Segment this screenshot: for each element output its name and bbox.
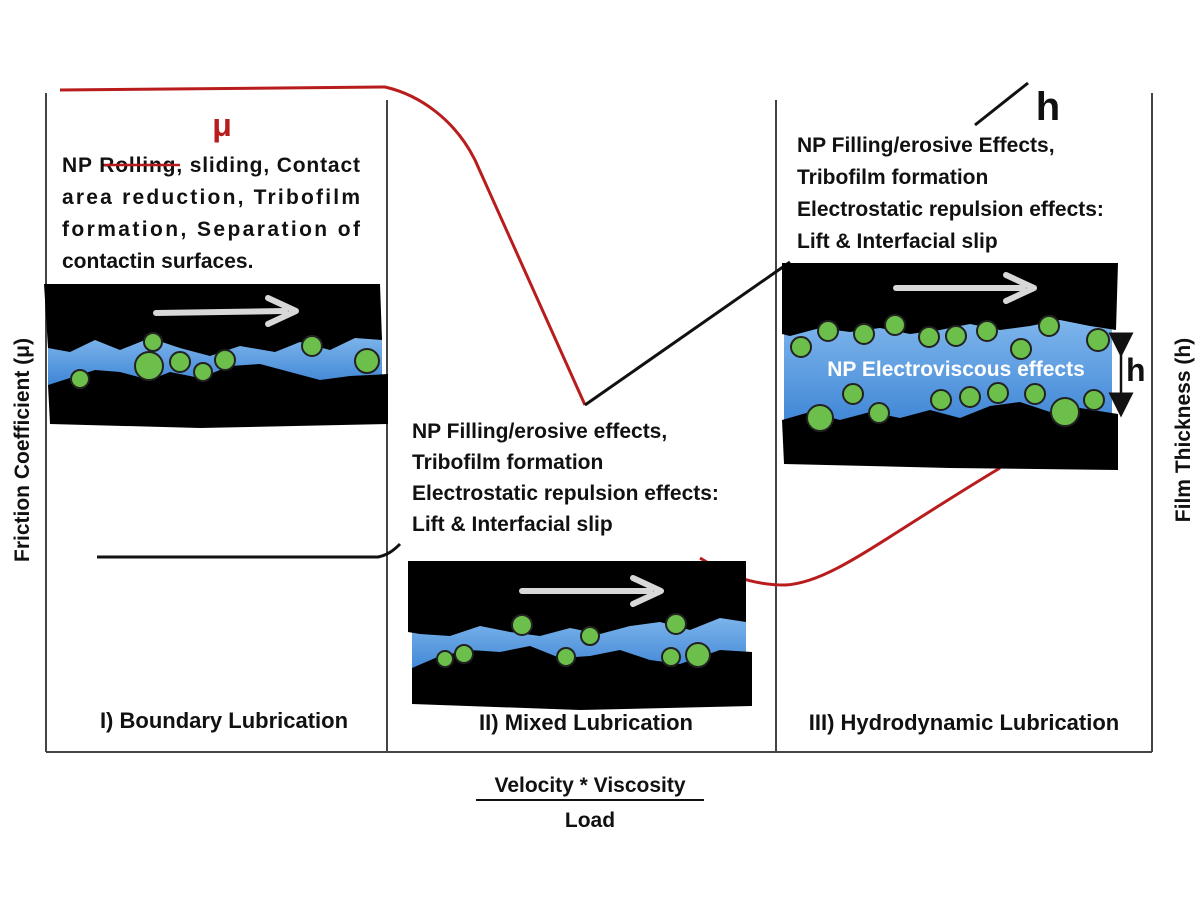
regime-1-caption: I) Boundary Lubrication bbox=[100, 708, 348, 733]
motion-arrow-icon bbox=[153, 308, 288, 316]
mu-symbol: μ bbox=[212, 107, 232, 143]
regime-3-caption: III) Hydrodynamic Lubrication bbox=[809, 710, 1119, 735]
regime-2-mechanism-text: NP Filling/erosive effects, Tribofilm fo… bbox=[412, 420, 719, 536]
nanoparticle-icon bbox=[301, 335, 323, 357]
nanoparticle-icon bbox=[193, 362, 213, 382]
y-axis-right-label: Film Thickness (h) bbox=[1172, 338, 1195, 522]
nanoparticle-icon bbox=[70, 369, 90, 389]
nanoparticle-icon bbox=[1010, 338, 1032, 360]
regime-1-line-2: area reduction, Tribofilm bbox=[62, 186, 360, 209]
lower-surface bbox=[48, 364, 388, 428]
nanoparticle-icon bbox=[1083, 389, 1105, 411]
nanoparticle-icon bbox=[817, 320, 839, 342]
nanoparticles bbox=[70, 332, 380, 389]
inset-label: NP Electroviscous effects bbox=[827, 358, 1085, 381]
regime-3-line-1: NP Filling/erosive Effects, bbox=[797, 134, 1055, 157]
motion-arrow-head-icon bbox=[1003, 272, 1037, 304]
nanoparticle-icon bbox=[454, 644, 474, 664]
x-axis-denominator: Load bbox=[565, 809, 615, 832]
h-symbol: h bbox=[1036, 85, 1060, 129]
inset-mixed bbox=[408, 561, 752, 710]
nanoparticles bbox=[436, 613, 711, 668]
regime-1-line-4: contactin surfaces. bbox=[62, 250, 253, 273]
nanoparticle-icon bbox=[987, 382, 1009, 404]
lower-surface bbox=[412, 646, 752, 710]
nanoparticle-icon bbox=[945, 325, 967, 347]
film-thickness-curve bbox=[97, 542, 402, 559]
y-axis-left-label: Friction Coefficient (μ) bbox=[11, 338, 34, 562]
nanoparticles bbox=[790, 314, 1110, 432]
nanoparticle-icon bbox=[354, 348, 380, 374]
upper-surface bbox=[44, 284, 382, 356]
nanoparticle-icon bbox=[853, 323, 875, 345]
regime-2-line-4: Lift & Interfacial slip bbox=[412, 513, 613, 536]
motion-arrow-head-icon bbox=[265, 295, 299, 327]
regime-2-line-3: Electrostatic repulsion effects: bbox=[412, 482, 719, 505]
film-h-label: h bbox=[1126, 352, 1146, 388]
nanoparticle-icon bbox=[1038, 315, 1060, 337]
upper-surface bbox=[408, 561, 746, 636]
inset-hydrodynamic: NP Electroviscous effects h bbox=[782, 263, 1146, 470]
nanoparticle-icon bbox=[143, 332, 163, 352]
regime-1-line-3: formation, Separation of bbox=[62, 218, 361, 241]
x-axis-numerator: Velocity * Viscosity bbox=[494, 774, 685, 797]
motion-arrow-head-icon bbox=[630, 575, 664, 607]
regime-2-line-1: NP Filling/erosive effects, bbox=[412, 420, 667, 443]
upper-surface bbox=[782, 263, 1118, 336]
nanoparticle-icon bbox=[868, 402, 890, 424]
nanoparticle-icon bbox=[976, 320, 998, 342]
nanoparticle-icon bbox=[959, 386, 981, 408]
nanoparticle-icon bbox=[930, 389, 952, 411]
nanoparticle-icon bbox=[580, 626, 600, 646]
nanoparticle-icon bbox=[665, 613, 687, 635]
nanoparticle-icon bbox=[169, 351, 191, 373]
regime-1-mechanism-text: NP Rolling, sliding, Contact area reduct… bbox=[62, 154, 361, 273]
inset-boundary bbox=[44, 284, 388, 428]
regime-3-line-3: Electrostatic repulsion effects: bbox=[797, 198, 1104, 221]
nanoparticle-icon bbox=[134, 351, 164, 381]
regime-3-line-4: Lift & Interfacial slip bbox=[797, 230, 998, 253]
nanoparticle-icon bbox=[661, 647, 681, 667]
nanoparticle-icon bbox=[1050, 397, 1080, 427]
nanoparticle-icon bbox=[1086, 328, 1110, 352]
nanoparticle-icon bbox=[918, 326, 940, 348]
regime-3-line-2: Tribofilm formation bbox=[797, 166, 988, 189]
nanoparticle-icon bbox=[884, 314, 906, 336]
film-thickness-top bbox=[974, 81, 1029, 127]
nanoparticle-icon bbox=[685, 642, 711, 668]
film-thickness-rise bbox=[584, 260, 791, 407]
regime-1-line-1: NP Rolling, sliding, Contact bbox=[62, 154, 360, 177]
regime-3-mechanism-text: NP Filling/erosive Effects, Tribofilm fo… bbox=[797, 134, 1104, 253]
friction-curve bbox=[59, 85, 587, 406]
nanoparticle-icon bbox=[842, 383, 864, 405]
nanoparticle-icon bbox=[214, 349, 236, 371]
nanoparticle-icon bbox=[511, 614, 533, 636]
lower-surface bbox=[782, 402, 1118, 470]
nanoparticle-icon bbox=[1024, 383, 1046, 405]
chart-frame bbox=[45, 93, 1153, 753]
nanoparticle-icon bbox=[790, 336, 812, 358]
nanoparticle-icon bbox=[556, 647, 576, 667]
nanoparticle-icon bbox=[806, 404, 834, 432]
regime-2-line-2: Tribofilm formation bbox=[412, 451, 603, 474]
regime-2-caption: II) Mixed Lubrication bbox=[479, 710, 693, 735]
nanoparticle-icon bbox=[436, 650, 454, 668]
